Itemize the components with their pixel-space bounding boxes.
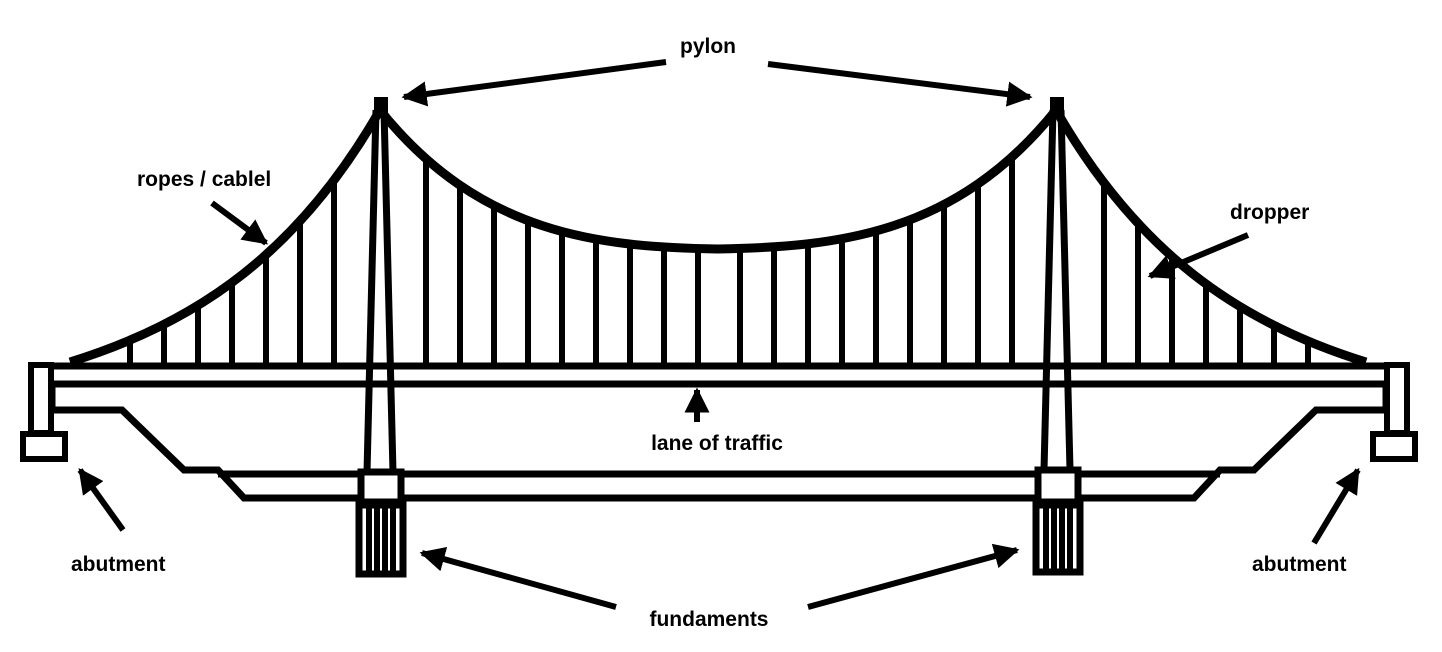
arrow-abutment-right [1311,467,1361,545]
under-truss-right [1078,386,1390,502]
arrow-fundament-left [419,546,617,610]
label-dropper: dropper [1230,201,1309,224]
deck [30,362,1408,388]
main-cable-group [68,107,1368,367]
label-abutment-right: abutment [1252,553,1347,576]
arrow-abutment-left [77,467,126,532]
hanger-group [127,156,1311,364]
label-pylon: pylon [680,35,736,58]
fundament-left [355,501,407,578]
pylon-right [1034,97,1082,506]
abutment-left [20,362,68,462]
label-ropes: ropes / cablel [137,168,271,191]
main-cable-right-side-span [1052,107,1368,367]
abutment-right [1370,362,1418,462]
arrow-ropes [210,200,269,246]
label-abutment-left: abutment [71,553,166,576]
arrow-pylon-right [767,61,1033,107]
arrow-fundament-right [807,543,1020,610]
under-truss-left [48,386,360,502]
arrow-dropper [1147,232,1250,279]
arrow-pylon-left [401,59,667,107]
main-cable-center-span [376,107,1060,254]
pylon-left [357,97,405,506]
fundament-right [1032,501,1084,576]
main-cable-left-side-span [68,107,384,367]
label-fundaments: fundaments [649,608,768,631]
arrow-group [77,59,1361,610]
label-lane-of-traffic: lane of traffic [651,432,783,455]
